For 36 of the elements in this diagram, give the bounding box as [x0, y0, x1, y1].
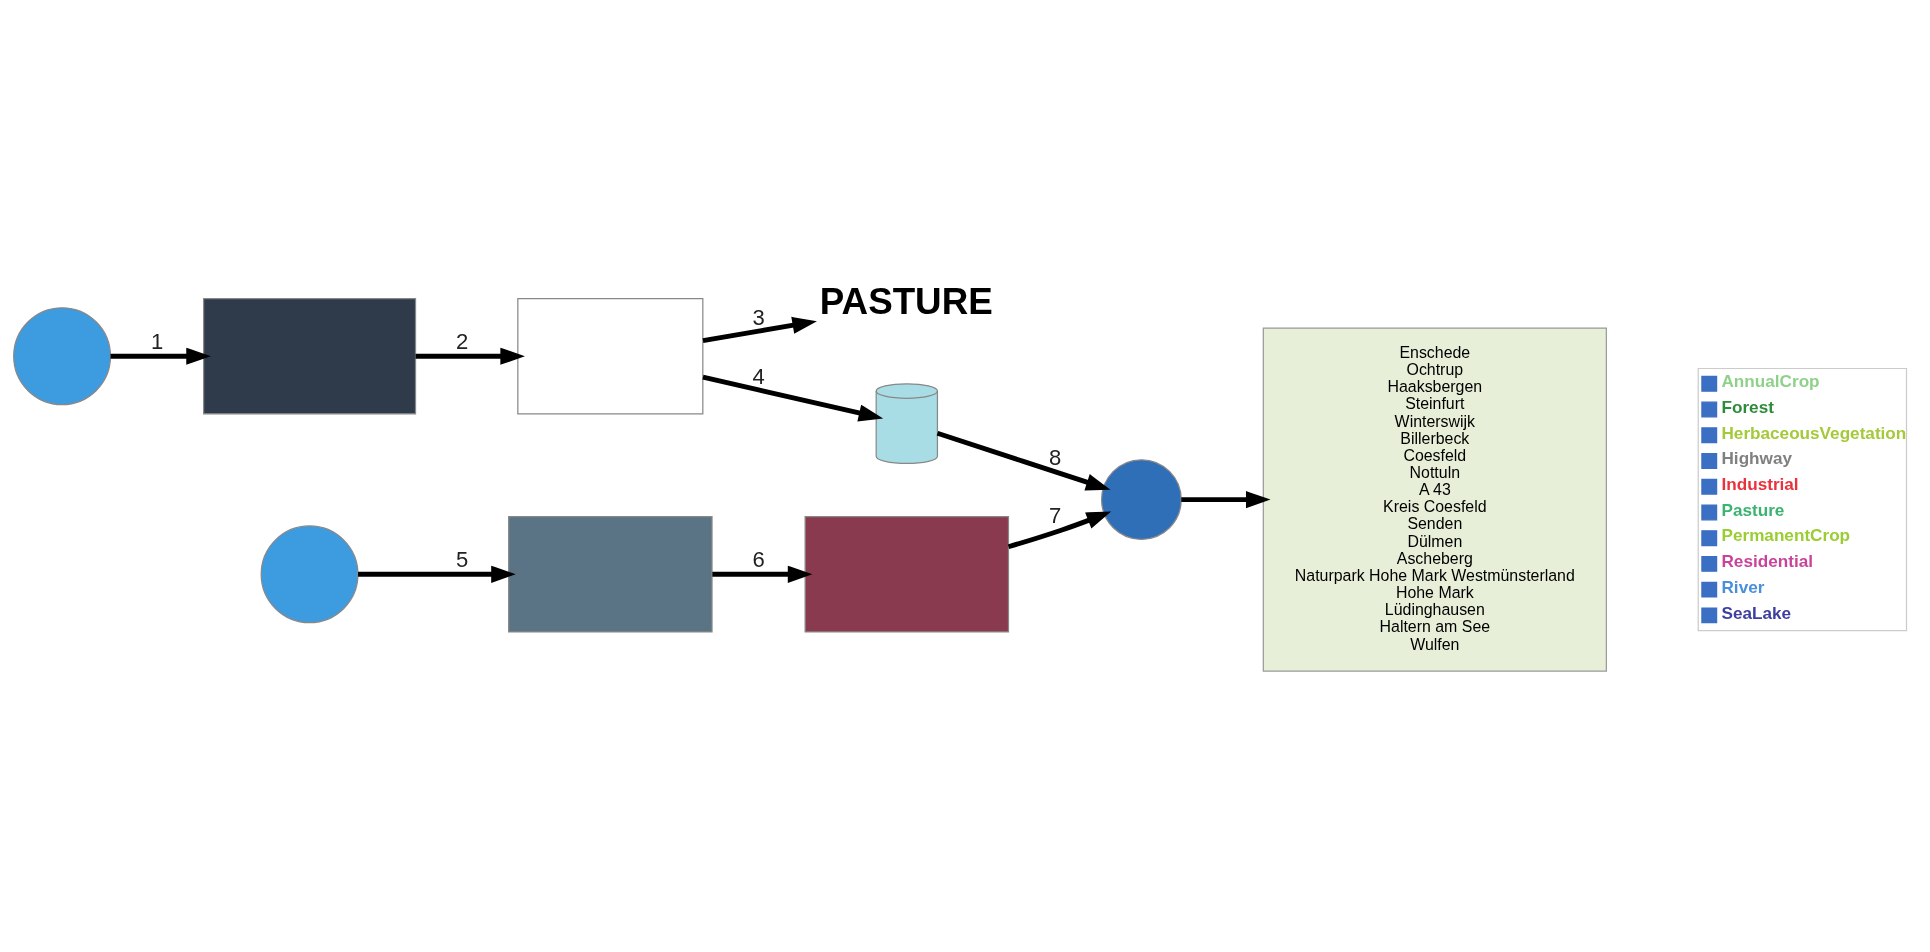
arrow [1007, 511, 1112, 550]
edge-label: 4 [752, 363, 765, 389]
edge-label: 3 [752, 304, 765, 330]
legend-label: Pasture [1721, 499, 1785, 520]
arrow [712, 565, 813, 583]
arrow [936, 430, 1111, 491]
node-box [517, 298, 704, 415]
edge-label: 5 [455, 547, 469, 573]
node-text: PASTURE [819, 280, 993, 322]
arrow [415, 347, 525, 365]
edge-label: 1 [150, 329, 164, 355]
node-box [508, 516, 713, 633]
edge-label: 8 [1048, 444, 1062, 470]
arrow [1181, 491, 1271, 509]
edge-label: 2 [455, 329, 469, 355]
legend-label: HerbaceousVegetation [1721, 422, 1907, 443]
node-box [804, 516, 1010, 633]
node-box: Enschede Ochtrup Haaksbergen Steinfurt Winterswijk Billerbeck Coesfeld Nottuln A 43 Kreis Coesfeld Senden Dülmen Ascheberg Naturpark Hohe Mark Westmünsterland Hohe Mark Lüdinghausen Haltern am See Wulfen [1262, 327, 1607, 672]
edge-label: 6 [752, 547, 765, 573]
legend-label: AnnualCrop [1721, 371, 1820, 392]
node-circle [13, 307, 112, 406]
node-box [202, 298, 417, 415]
legend-label: River [1721, 576, 1765, 597]
legend-label: Forest [1721, 396, 1774, 417]
edge-label: 7 [1048, 503, 1062, 529]
arrow [358, 565, 516, 583]
node-circle [1101, 459, 1182, 540]
legend-label: Highway [1721, 448, 1792, 469]
arrow [702, 316, 817, 344]
legend-label: Industrial [1721, 474, 1799, 495]
legend-label: SeaLake [1721, 602, 1792, 623]
arrow [702, 374, 884, 422]
arrow [110, 347, 211, 365]
node-circle [260, 525, 359, 624]
legend-label: PermanentCrop [1721, 525, 1851, 546]
legend-label: Residential [1721, 551, 1813, 572]
